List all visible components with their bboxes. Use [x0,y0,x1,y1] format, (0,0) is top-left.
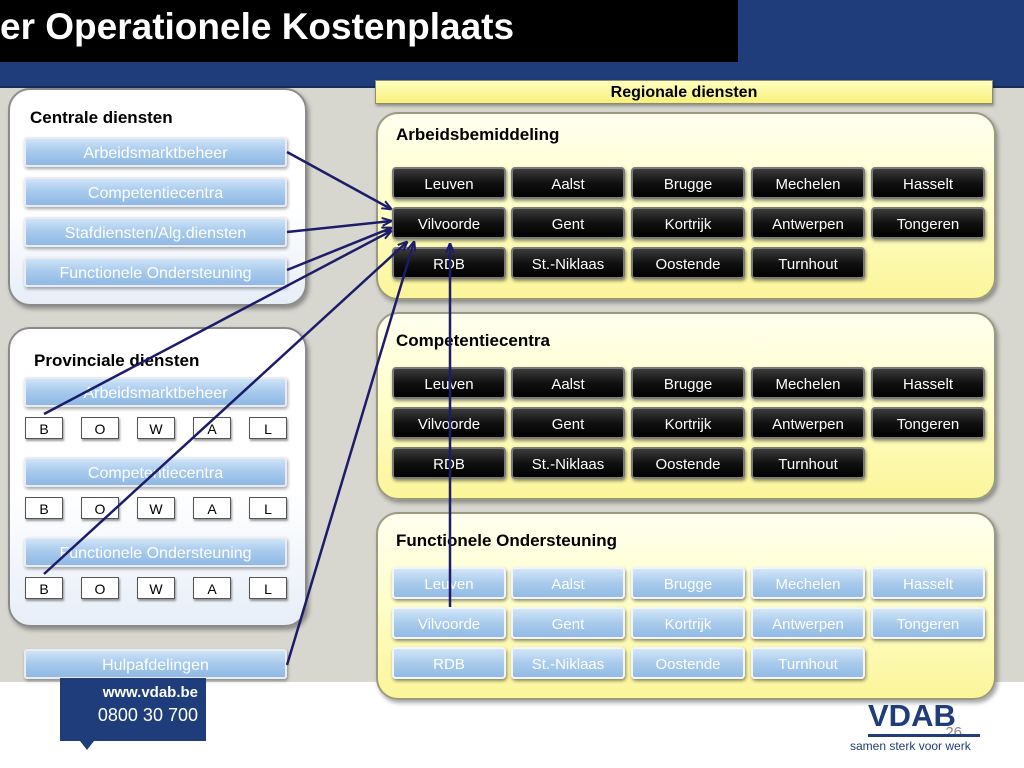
regionale-diensten-bar: Regionale diensten [375,80,993,104]
province-code[interactable]: A [193,417,231,439]
city-button-hasselt[interactable]: Hasselt [871,167,985,199]
city-button-mechelen[interactable]: Mechelen [751,367,865,399]
province-code[interactable]: B [25,577,63,599]
city-button-gent[interactable]: Gent [511,607,625,639]
phone-number: 0800 30 700 [97,705,198,725]
slide-title: er Operationele Kostenplaats [0,6,515,47]
city-button-aalst[interactable]: Aalst [511,567,625,599]
city-button-aalst[interactable]: Aalst [511,367,625,399]
centrale-item-competentiecentra[interactable]: Competentiecentra [24,177,287,207]
city-button-leuven[interactable]: Leuven [392,367,506,399]
hulpafdelingen-button[interactable]: Hulpafdelingen [24,649,287,679]
city-button-leuven[interactable]: Leuven [392,567,506,599]
city-button-brugge[interactable]: Brugge [631,167,745,199]
city-button-rdb[interactable]: RDB [392,447,506,479]
city-button-leuven[interactable]: Leuven [392,167,506,199]
city-button-vilvoorde[interactable]: Vilvoorde [392,407,506,439]
centrale-item-stafdiensten[interactable]: Stafdiensten/Alg.diensten [24,217,287,247]
city-button-antwerpen[interactable]: Antwerpen [751,407,865,439]
city-button-mechelen[interactable]: Mechelen [751,567,865,599]
province-code[interactable]: O [81,577,119,599]
city-button-hasselt[interactable]: Hasselt [871,567,985,599]
title-box: er Operationele Kostenplaats [0,0,738,62]
province-code[interactable]: W [137,497,175,519]
city-button-tongeren[interactable]: Tongeren [871,607,985,639]
contact-box: www.vdab.be 0800 30 700 [60,678,206,741]
city-button-tongeren[interactable]: Tongeren [871,407,985,439]
city-button-rdb[interactable]: RDB [392,247,506,279]
provinciale-item-competentiecentra[interactable]: Competentiecentra [24,457,287,487]
provinciale-item-arbeidsmarktbeheer[interactable]: Arbeidsmarktbeheer [24,377,287,407]
region-title-competentiecentra: Competentiecentra [396,331,550,350]
city-button-turnhout[interactable]: Turnhout [751,447,865,479]
centrale-diensten-title: Centrale diensten [30,108,173,127]
province-code[interactable]: W [137,577,175,599]
city-button-rdb[interactable]: RDB [392,647,506,679]
city-button-oostende[interactable]: Oostende [631,447,745,479]
city-button-antwerpen[interactable]: Antwerpen [751,607,865,639]
province-code[interactable]: L [249,577,287,599]
city-button-st-niklaas[interactable]: St.-Niklaas [511,247,625,279]
city-button-oostende[interactable]: Oostende [631,647,745,679]
city-button-vilvoorde[interactable]: Vilvoorde [392,207,506,239]
city-button-kortrijk[interactable]: Kortrijk [631,407,745,439]
city-button-brugge[interactable]: Brugge [631,567,745,599]
city-button-turnhout[interactable]: Turnhout [751,247,865,279]
contact-pointer-icon [80,741,94,750]
logo-underline [868,734,980,737]
province-code[interactable]: A [193,497,231,519]
province-code[interactable]: A [193,577,231,599]
centrale-item-functionele-ondersteuning[interactable]: Functionele Ondersteuning [24,257,287,287]
province-code[interactable]: B [25,497,63,519]
city-button-gent[interactable]: Gent [511,207,625,239]
vdab-logo: VDAB samen sterk voor werk [848,698,984,758]
province-code[interactable]: W [137,417,175,439]
city-button-vilvoorde[interactable]: Vilvoorde [392,607,506,639]
city-button-st-niklaas[interactable]: St.-Niklaas [511,447,625,479]
provinciale-diensten-title: Provinciale diensten [34,351,200,370]
city-button-kortrijk[interactable]: Kortrijk [631,207,745,239]
city-button-st-niklaas[interactable]: St.-Niklaas [511,647,625,679]
region-title-functionele-ondersteuning: Functionele Ondersteuning [396,531,618,550]
city-button-gent[interactable]: Gent [511,407,625,439]
province-code[interactable]: L [249,497,287,519]
city-button-tongeren[interactable]: Tongeren [871,207,985,239]
city-button-turnhout[interactable]: Turnhout [751,647,865,679]
logo-tagline: samen sterk voor werk [850,739,971,753]
city-button-hasselt[interactable]: Hasselt [871,367,985,399]
province-code[interactable]: L [249,417,287,439]
province-code[interactable]: B [25,417,63,439]
website-link[interactable]: www.vdab.be [102,684,198,701]
centrale-item-arbeidsmarktbeheer[interactable]: Arbeidsmarktbeheer [24,137,287,167]
province-code[interactable]: O [81,497,119,519]
city-button-oostende[interactable]: Oostende [631,247,745,279]
logo-wordmark: VDAB [868,698,956,733]
city-button-aalst[interactable]: Aalst [511,167,625,199]
provinciale-item-functionele-ondersteuning[interactable]: Functionele Ondersteuning [24,537,287,567]
city-button-kortrijk[interactable]: Kortrijk [631,607,745,639]
province-code[interactable]: O [81,417,119,439]
region-title-arbeidsbemiddeling: Arbeidsbemiddeling [396,125,560,144]
city-button-antwerpen[interactable]: Antwerpen [751,207,865,239]
city-button-mechelen[interactable]: Mechelen [751,167,865,199]
city-button-brugge[interactable]: Brugge [631,367,745,399]
